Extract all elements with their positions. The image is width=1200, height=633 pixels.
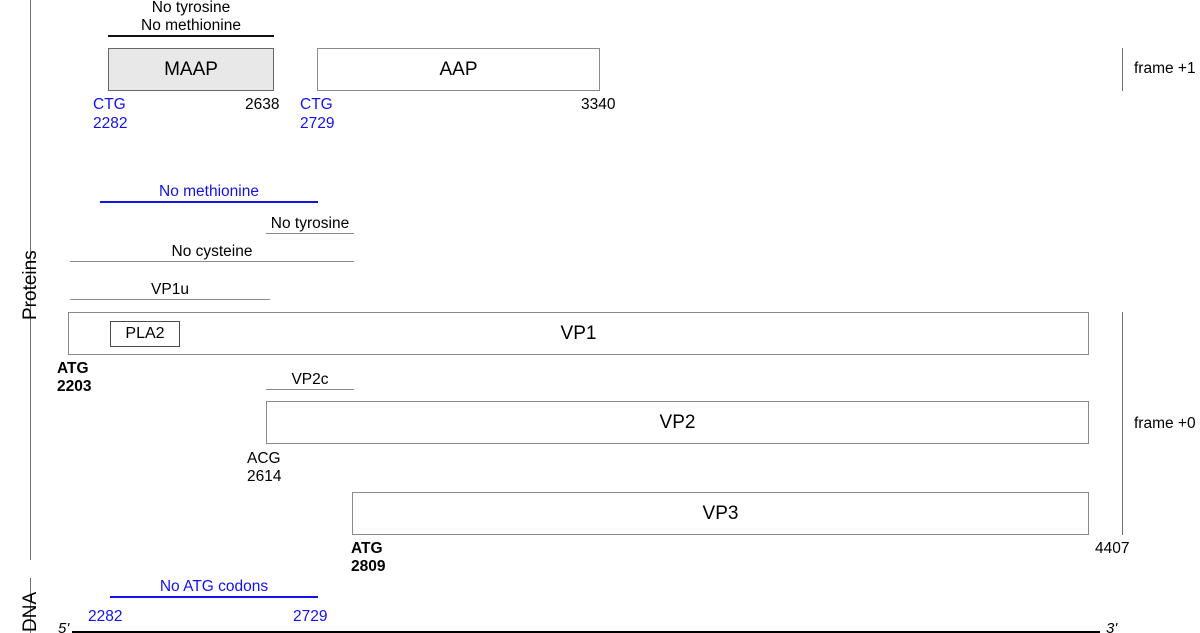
vp1-start-codon: ATG	[57, 360, 89, 378]
annotation-no-atg-codons: No ATG codons	[110, 578, 318, 598]
dna-right-position: 2729	[293, 608, 327, 626]
annotation-no-methionine-rule	[100, 201, 318, 203]
vp2-start-position: 2614	[247, 468, 281, 486]
five-prime-label-text: 5'	[58, 620, 70, 633]
aap-start-codon: CTG	[300, 96, 333, 114]
annotation-no-tyrosine-rule	[266, 233, 354, 234]
orf-box-maap[interactable]: MAAP	[108, 48, 274, 91]
vp2-start-position-text: 2614	[247, 468, 282, 485]
aap-start-codon-text: CTG	[300, 96, 333, 113]
vp3-start-position: 2809	[351, 558, 385, 576]
dna-right-position-text: 2729	[293, 608, 328, 625]
orf-box-vp1[interactable]: VP1	[68, 312, 1089, 355]
frame-plus0-label: frame +0	[1134, 415, 1196, 433]
dna-left-position: 2282	[88, 608, 122, 626]
annotation-no-atg-codons-label: No ATG codons	[159, 578, 269, 595]
annotation-vp2c: VP2c	[266, 371, 354, 390]
vp2-start-codon: ACG	[247, 450, 281, 468]
aap-end-position-text: 3340	[581, 96, 616, 113]
dna-left-position-text: 2282	[88, 608, 123, 625]
orf-box-aap[interactable]: AAP	[317, 48, 600, 91]
annotation-no-methionine-label: No methionine	[159, 183, 259, 200]
aap-start-position: 2729	[300, 115, 334, 133]
frame-plus1-label-text: frame +1	[1134, 60, 1196, 77]
domain-label-pla2: PLA2	[125, 325, 165, 342]
annotation-no-methionine: No methionine	[100, 183, 318, 203]
proteins-section-rule	[30, 0, 31, 560]
dna-strand-line	[72, 631, 1100, 633]
orf-label-vp2: VP2	[659, 411, 696, 433]
vp3-end-position-text: 4407	[1095, 540, 1130, 557]
annotation-no-tyrosine: No tyrosine	[266, 215, 354, 234]
orf-box-vp2[interactable]: VP2	[266, 401, 1089, 444]
annotation-vp2c-rule	[266, 389, 354, 390]
annotation-vp1u: VP1u	[70, 281, 270, 300]
frame-plus1-rule	[1122, 48, 1123, 91]
maap-annotation-line2: No methionine	[141, 17, 241, 34]
annotation-no-cysteine: No cysteine	[70, 243, 354, 262]
annotation-no-atg-codons-rule	[110, 596, 318, 598]
maap-annotation: No tyrosine No methionine	[108, 0, 274, 37]
domain-box-pla2[interactable]: PLA2	[110, 321, 180, 347]
frame-plus1-label: frame +1	[1134, 60, 1196, 78]
maap-annotation-line1: No tyrosine	[151, 0, 231, 16]
annotation-no-cysteine-rule	[70, 261, 354, 262]
vp1-start-position-text: 2203	[57, 378, 92, 395]
orf-label-maap: MAAP	[164, 58, 218, 80]
maap-start-codon: CTG	[93, 96, 126, 114]
annotation-vp1u-rule	[70, 299, 270, 300]
maap-annotation-rule	[108, 35, 274, 37]
vp3-start-codon: ATG	[351, 540, 383, 558]
aap-end-position: 3340	[581, 96, 615, 114]
maap-start-position: 2282	[93, 115, 127, 133]
orf-label-aap: AAP	[439, 58, 478, 80]
annotation-no-cysteine-label: No cysteine	[171, 243, 253, 260]
vp1-start-position: 2203	[57, 378, 91, 396]
maap-end-position-text: 2638	[245, 96, 280, 113]
vp3-start-codon-text: ATG	[351, 540, 383, 557]
vp2-start-codon-text: ACG	[247, 450, 281, 467]
aap-start-position-text: 2729	[300, 115, 335, 132]
maap-start-codon-text: CTG	[93, 96, 126, 113]
annotation-no-tyrosine-label: No tyrosine	[270, 215, 350, 232]
orf-label-vp3: VP3	[702, 502, 739, 524]
frame-plus0-label-text: frame +0	[1134, 415, 1196, 432]
frame-plus0-rule	[1122, 312, 1123, 535]
vp1-start-codon-text: ATG	[57, 360, 89, 377]
orf-box-vp3[interactable]: VP3	[352, 492, 1089, 535]
vp3-end-position: 4407	[1095, 540, 1129, 558]
maap-start-position-text: 2282	[93, 115, 128, 132]
dna-row-label: DNA	[20, 591, 41, 632]
three-prime-label-text: 3'	[1106, 620, 1118, 633]
maap-end-position: 2638	[245, 96, 279, 114]
vp3-start-position-text: 2809	[351, 558, 386, 575]
annotation-vp1u-label: VP1u	[151, 281, 189, 298]
proteins-row-label: Proteins	[20, 250, 41, 320]
dna-section-rule	[30, 578, 31, 633]
three-prime-label: 3'	[1106, 620, 1117, 633]
annotation-vp2c-label: VP2c	[291, 371, 329, 388]
orf-label-vp1: VP1	[560, 322, 597, 344]
five-prime-label: 5'	[58, 620, 69, 633]
